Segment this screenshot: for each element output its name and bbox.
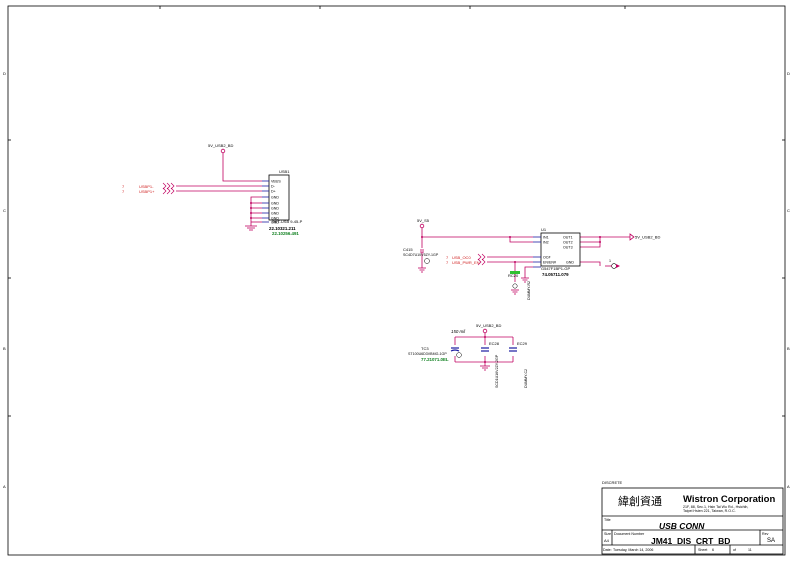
switch-ctl-net-en: USB_PWR_EN — [452, 260, 480, 265]
of-label: of — [733, 548, 736, 552]
size-value: A4 — [604, 538, 610, 543]
bulk-c2-refdes: EC29 — [517, 341, 528, 346]
company-address-1: 21F, 88, Sec.1, Hsin Tai Wu Rd., Hsichih… — [683, 505, 748, 509]
usb-pin-label: GND — [271, 212, 279, 216]
title-block: DISCRETE 緯創資通 Wistron Corporation 21F, 8… — [601, 480, 784, 555]
switch-ic-symbol — [540, 232, 581, 267]
title-section: DISCRETE — [602, 480, 623, 485]
usb-refdes: USB1 — [279, 169, 290, 174]
usb-power-net-label: 5V_USB2_BD — [208, 143, 233, 148]
company-address-2: Taipei Hsien 221, Taiwan, R.O.C. — [683, 509, 736, 513]
power-switch-block: 5V_S5 — [403, 218, 660, 300]
switch-ctl-net-oc: USB_OC0 — [452, 255, 471, 260]
sheet-total: 11 — [748, 548, 752, 552]
switch-pin-en: EN/EN# — [543, 261, 556, 265]
bulk-c2-desc: DUMMY-C2 — [524, 369, 528, 388]
zone-row-left: C — [3, 208, 6, 213]
title-label: Title — [604, 518, 611, 522]
switch-res-refdes: RC20 — [508, 273, 519, 278]
switch-sheet-ref-2: 7 — [446, 260, 449, 265]
zone-row-left: D — [3, 71, 6, 76]
switch-cap-refdes: C415 — [403, 247, 413, 252]
usb-pin-label: GND — [271, 196, 279, 200]
zone-row-left: A — [3, 484, 6, 489]
bulk-tc-desc: ST100U6D3VBMG-1GP — [408, 352, 447, 356]
usb-connector-symbol — [268, 174, 290, 221]
switch-pin-out3: OUT3 — [563, 246, 573, 250]
usb-pin-label: GND — [271, 207, 279, 211]
usb-pin-label: GND — [271, 217, 279, 221]
bulk-tc-part: 77.21071.0EL — [421, 357, 449, 362]
usb-pin-label: D+ — [271, 190, 276, 194]
date-value: Tuesday, March 14, 2006 — [613, 548, 653, 552]
usb-pin-label: D- — [271, 185, 276, 189]
usb-part-desc: SKT-USB 9-45-P — [272, 219, 303, 224]
switch-input-net-label: 5V_S5 — [417, 218, 430, 223]
switch-pin-out2: OUT2 — [563, 241, 573, 245]
switch-sheet-ref-1: 7 — [446, 255, 449, 260]
usb-sheet-ref-1: 7 — [122, 184, 125, 189]
usb-pin-label: GND — [271, 202, 279, 206]
zone-row-right: C — [787, 208, 790, 213]
date-label: Date: — [603, 548, 612, 552]
rev-value: SA — [767, 538, 775, 544]
doc-number: JM41_DIS_CRT_BD — [651, 536, 730, 546]
usb-pin-label: GND — [271, 221, 279, 225]
rev-label: Rev — [762, 532, 769, 536]
switch-pin-gnd: GND — [566, 261, 574, 265]
doc-number-label: Document Number — [614, 532, 645, 536]
bulk-power-net-label: 5V_USB2_BD — [476, 323, 501, 328]
sheet-label: Sheet — [698, 548, 707, 552]
size-label: Size — [604, 532, 611, 536]
zone-row-left: B — [3, 346, 6, 351]
zone-labels: D C B A D C B A — [3, 71, 790, 489]
zone-row-right: B — [787, 346, 790, 351]
switch-pin-oc: OC# — [543, 256, 550, 260]
bulk-caps-block: 150 mil 5V_USB2_BD TC — [408, 323, 528, 388]
bulk-c1-desc: SCD1U16V2ZY-2GP — [495, 354, 499, 388]
sheet-title: USB CONN — [659, 521, 705, 531]
switch-pin-in1: IN1 — [543, 236, 549, 240]
switch-pin-out1: OUT1 — [563, 236, 573, 240]
zone-row-right: A — [787, 484, 790, 489]
switch-flag: 1 — [609, 259, 611, 263]
sheet-number: 6 — [712, 548, 714, 552]
usb-net-dplus: USBP1+ — [139, 189, 155, 194]
switch-output-net-label: 5V_USB2_BD — [635, 235, 660, 240]
usb-net-dminus: USBP1- — [139, 184, 154, 189]
bulk-tc-refdes: TC3 — [421, 346, 429, 351]
usb-part-number: 22.10321.211 — [269, 226, 296, 231]
sheet-frame — [7, 5, 786, 556]
switch-part-number: 74.05711.079 — [542, 272, 569, 277]
zone-row-right: D — [787, 71, 790, 76]
bulk-note: 150 mil — [451, 329, 466, 334]
switch-cap-desc: SC4D7U10V5ZY-1GP — [403, 253, 439, 257]
usb-connector-block: 5V_USB2_BD 7 7 USBP1- — [122, 143, 303, 236]
switch-refdes: U1 — [541, 227, 547, 232]
usb-pin-label: VBUS — [271, 180, 281, 184]
usb-sheet-ref-2: 7 — [122, 189, 125, 194]
switch-res-desc: DUMMY-R2 — [527, 281, 531, 300]
switch-part-desc: G547F1BP1-GP — [541, 266, 570, 271]
company-name: Wistron Corporation — [683, 494, 775, 505]
company-name-cn: 緯創資通 — [618, 494, 662, 508]
usb-alt-part-number: 22.10256.491 — [272, 231, 299, 236]
bulk-c1-refdes: EC28 — [489, 341, 500, 346]
switch-pin-in2: IN2 — [543, 241, 549, 245]
